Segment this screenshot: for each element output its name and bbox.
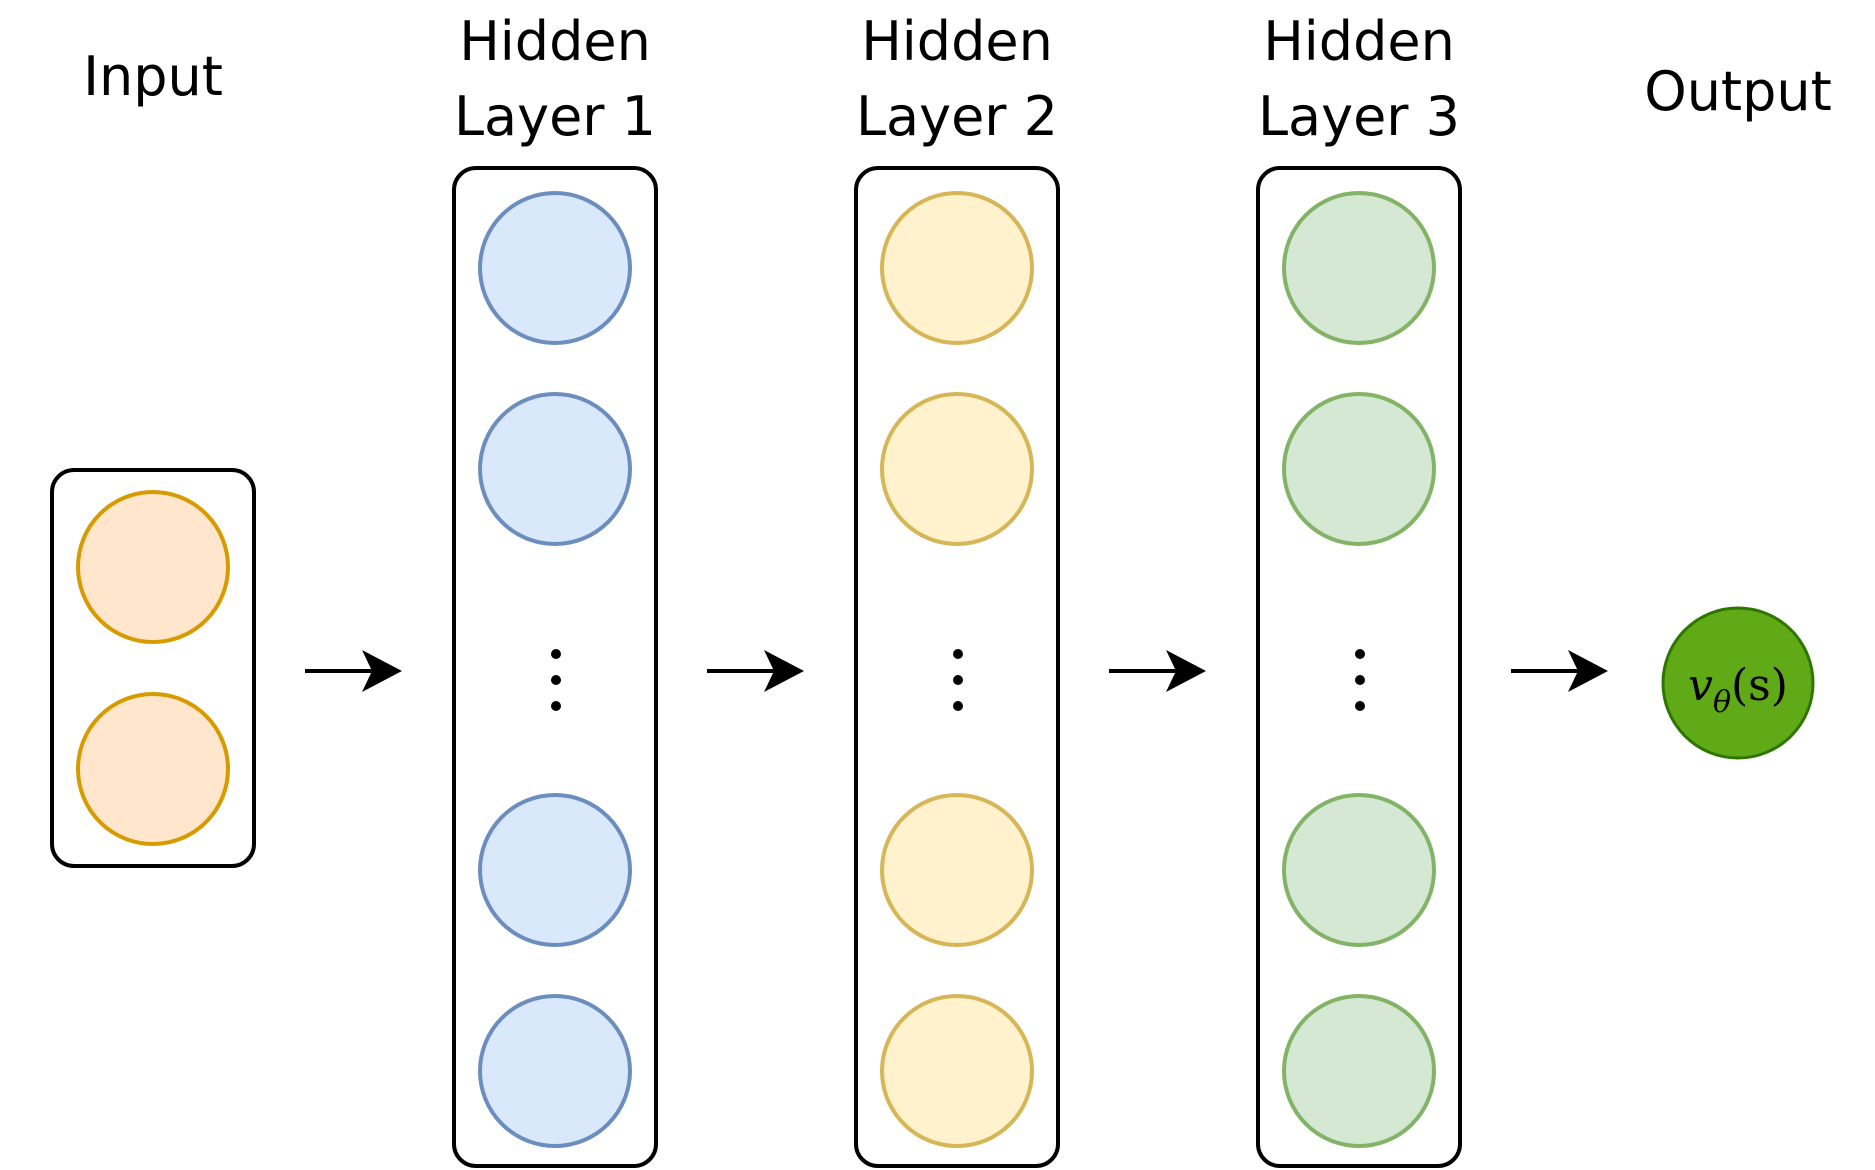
neuron-node bbox=[478, 793, 632, 947]
neuron-node bbox=[76, 692, 230, 846]
arrowhead-icon bbox=[1166, 650, 1206, 692]
layer-box bbox=[1256, 166, 1462, 1168]
neuron-node bbox=[880, 994, 1034, 1148]
layer-box bbox=[50, 468, 256, 868]
formula-subscript: θ bbox=[1713, 685, 1731, 720]
layer-title-line: Layer 2 bbox=[856, 85, 1058, 148]
vertical-ellipsis-icon bbox=[953, 649, 963, 711]
arrowhead-icon bbox=[362, 650, 402, 692]
neuron-node bbox=[1282, 392, 1436, 546]
arrowhead-icon bbox=[1568, 650, 1608, 692]
output-title: Output bbox=[1644, 60, 1832, 123]
output-formula: vθ(s) bbox=[1688, 660, 1788, 720]
neuron-node bbox=[1282, 191, 1436, 345]
layer-title-line: Hidden bbox=[459, 10, 651, 73]
vertical-ellipsis-icon bbox=[551, 649, 561, 711]
arrowhead-icon bbox=[764, 650, 804, 692]
neuron-node bbox=[880, 191, 1034, 345]
neuron-node bbox=[1282, 793, 1436, 947]
formula-argument: (s) bbox=[1731, 660, 1788, 711]
layer-box bbox=[452, 166, 658, 1168]
vertical-ellipsis-icon bbox=[1355, 649, 1365, 711]
neuron-node bbox=[478, 191, 632, 345]
layer-box bbox=[854, 166, 1060, 1168]
formula-base: v bbox=[1688, 660, 1713, 711]
layer-title-line: Layer 3 bbox=[1258, 85, 1460, 148]
neuron-node bbox=[1282, 994, 1436, 1148]
output-node bbox=[1661, 606, 1815, 760]
neuron-node bbox=[76, 490, 230, 644]
neuron-node bbox=[478, 994, 632, 1148]
neuron-node bbox=[478, 392, 632, 546]
layer-title-line: Input bbox=[83, 45, 223, 108]
neuron-node bbox=[880, 793, 1034, 947]
layer-title-line: Layer 1 bbox=[454, 85, 656, 148]
neuron-node bbox=[880, 392, 1034, 546]
layer-input: Input bbox=[50, 45, 256, 868]
layer-title-line: Hidden bbox=[861, 10, 1053, 73]
layer-title-line: Hidden bbox=[1263, 10, 1455, 73]
